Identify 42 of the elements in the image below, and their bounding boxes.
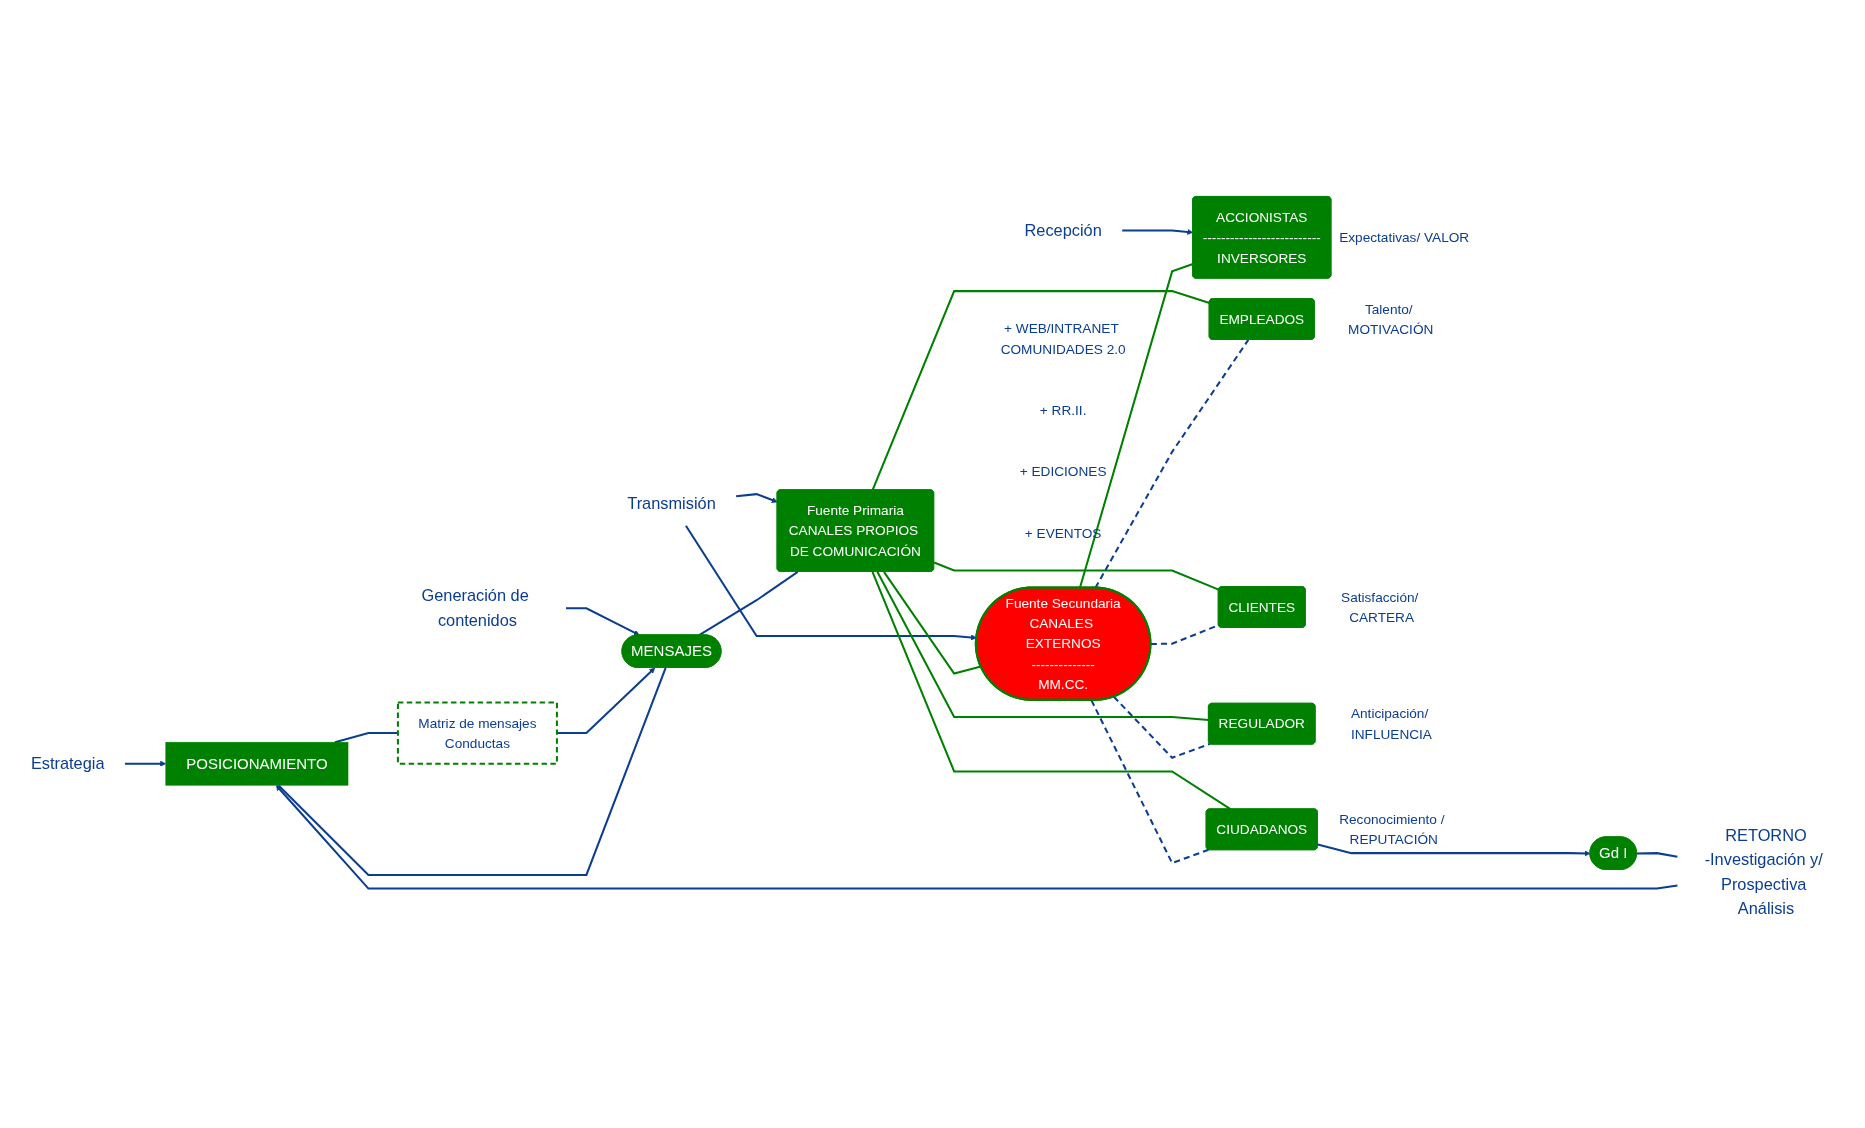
text-label: Recepción (1024, 221, 1102, 240)
arrow (556, 667, 656, 735)
ellipse-node: MENSAJES (621, 634, 722, 669)
arrow (1122, 229, 1194, 236)
side-note: Expectativas/ VALOR (1339, 230, 1470, 245)
process-box: REGULADOR (1208, 703, 1316, 745)
arrow (275, 785, 1678, 890)
connector-line (698, 571, 799, 637)
ellipse-node: Fuente Secundaria CANALES EXTERNOS -------------- MM.CC. (974, 586, 1152, 702)
process-box: POSICIONAMIENTO (165, 742, 349, 786)
connector-line (1113, 696, 1211, 760)
text-label: Transmisión (627, 494, 716, 513)
side-note: Reconocimiento / REPUTACIÓN (1339, 811, 1445, 848)
connector-line (876, 571, 1209, 722)
process-box: CIUDADANOS (1205, 808, 1318, 851)
ellipse-node: Gd I (1589, 836, 1637, 871)
text-label: Estrategia (30, 754, 105, 773)
arrow (124, 760, 167, 767)
connector-line (933, 561, 1220, 591)
process-box: Fuente Primaria CANALES PROPIOS DE COMUNICACIÓN (776, 489, 935, 572)
process-box: ACCIONISTAS -------------------------- INVERSORES (1192, 196, 1332, 279)
side-note: + WEB/INTRANET COMUNIDADES 2.0 (1000, 321, 1126, 357)
arrow (566, 607, 640, 636)
connector-line (871, 290, 1210, 491)
dashed-box: Matriz de mensajes Conductas (396, 701, 558, 765)
connector-line (883, 571, 982, 675)
connector-line (871, 571, 1232, 811)
arrow (685, 525, 977, 641)
text-label: Generación de contenidos (421, 586, 529, 630)
side-note: + RR.II. (1039, 403, 1087, 419)
side-note: Satisfacción/ CARTERA (1341, 589, 1419, 625)
connector-line (334, 732, 398, 744)
connector-line (1090, 699, 1209, 865)
connector-line (1636, 852, 1678, 858)
arrow (1317, 843, 1591, 857)
text-label: RETORNO -Investigación y/ Prospectiva Análisis (1704, 825, 1823, 918)
side-note: Anticipación/ INFLUENCIA (1350, 706, 1432, 742)
side-note: + EDICIONES (1019, 464, 1107, 480)
process-box: CLIENTES (1217, 586, 1306, 629)
arrow (736, 493, 778, 504)
process-box: EMPLEADOS (1208, 298, 1315, 341)
side-note: Talento/ MOTIVACIÓN (1348, 301, 1434, 337)
